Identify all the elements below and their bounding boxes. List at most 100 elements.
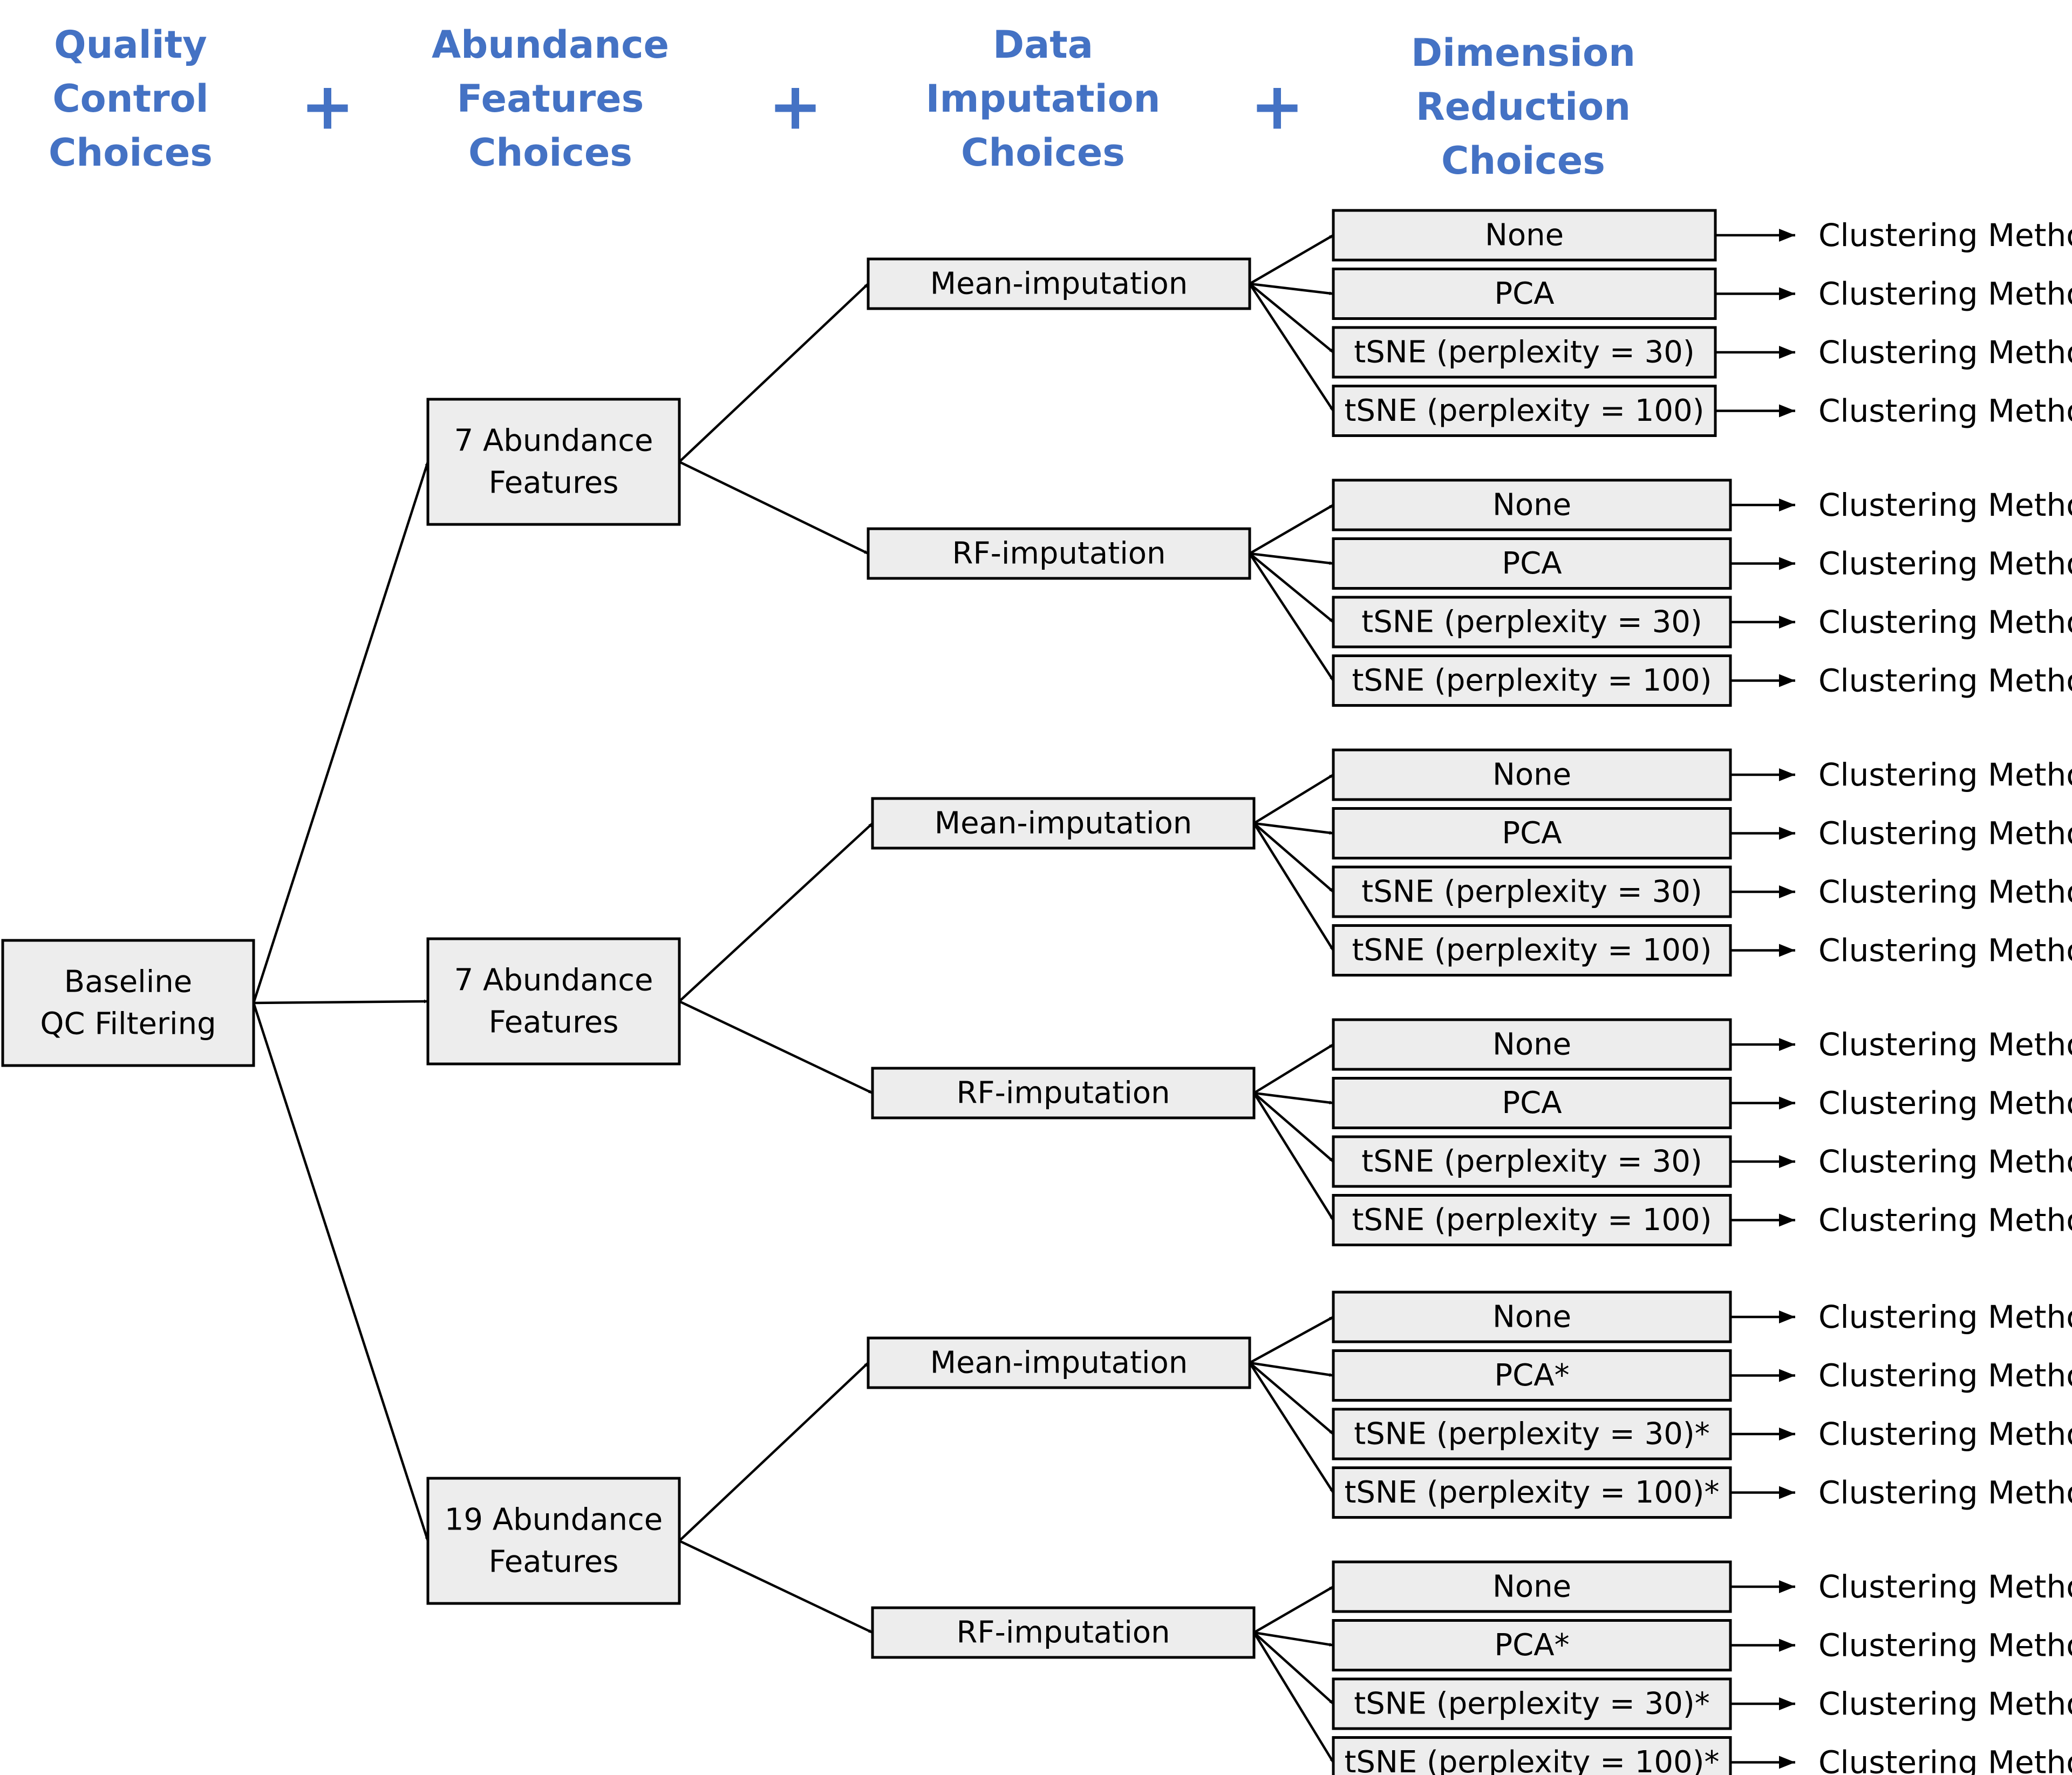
- reduction-node-box: [1332, 385, 1717, 437]
- clustering-method-label: Clustering Method: [1818, 1474, 2072, 1511]
- reduction-node: tSNE (perplexity = 100): [1332, 654, 1732, 707]
- reduction-node-box: [1332, 209, 1717, 262]
- clustering-method-label: Clustering Method: [1818, 334, 2072, 371]
- edges-layer: [252, 229, 1795, 1769]
- reduction-node: PCA: [1332, 1077, 1732, 1129]
- edge-imputation-to-reduction: [1249, 552, 1334, 623]
- reduction-node: None: [1332, 1291, 1732, 1343]
- reduction-node: None: [1332, 479, 1732, 531]
- reduction-node-box: [1332, 326, 1717, 379]
- edge-imputation-to-reduction: [1249, 283, 1334, 412]
- reduction-node-label: tSNE (perplexity = 30): [1361, 605, 1702, 640]
- edge-root-to-features: [253, 999, 428, 1005]
- reduction-node-label: None: [1485, 218, 1564, 253]
- reduction-node-label: tSNE (perplexity = 100): [1352, 933, 1712, 968]
- reduction-node-label: None: [1492, 1569, 1571, 1605]
- reduction-node-label: None: [1492, 488, 1571, 523]
- imputation-node-box: [867, 1336, 1251, 1389]
- reduction-node-box: [1332, 479, 1732, 531]
- reduction-node-label: tSNE (perplexity = 30)*: [1354, 1417, 1709, 1452]
- reduction-node-box: [1332, 1619, 1732, 1671]
- reduction-node-label: tSNE (perplexity = 30): [1361, 1144, 1702, 1179]
- imputation-node-box: [867, 527, 1251, 580]
- reduction-node: None: [1332, 1018, 1732, 1071]
- header-quality-control: Choices: [49, 131, 213, 175]
- edge-imputation-to-reduction: [1249, 1362, 1334, 1435]
- reduction-node-box: [1332, 1349, 1732, 1402]
- reduction-node: None: [1332, 209, 1717, 262]
- edge-imputation-to-reduction: [1249, 1362, 1334, 1493]
- reduction-node-label: tSNE (perplexity = 100): [1352, 663, 1712, 698]
- feature-set-node-box: [426, 1477, 681, 1605]
- feature-set-node-label: 7 Abundance: [454, 424, 653, 459]
- edge-imputation-to-reduction: [1249, 552, 1334, 681]
- edge-features-to-imputation: [679, 1539, 873, 1634]
- header-quality-control: Control: [52, 77, 208, 121]
- edge-imputation-to-reduction: [1253, 1092, 1334, 1163]
- imputation-node: RF-imputation: [871, 1067, 1256, 1119]
- imputation-node-label: RF-imputation: [956, 1076, 1170, 1111]
- clustering-method-label: Clustering Method: [1818, 393, 2072, 429]
- feature-set-node-label: 19 Abundance: [445, 1503, 663, 1538]
- reduction-node-box: [1332, 268, 1717, 320]
- root-node-baseline-qc-label: Baseline: [64, 965, 192, 1000]
- header-abundance-features: Choices: [468, 131, 632, 175]
- header-dimension-reduction: Choices: [1441, 139, 1605, 183]
- root-node-baseline-qc-box: [1, 939, 255, 1067]
- feature-set-node-label: Features: [489, 1005, 619, 1040]
- clustering-method-label: Clustering Method: [1818, 1744, 2072, 1775]
- edge-imputation-to-reduction: [1249, 282, 1334, 296]
- reduction-node-label: None: [1492, 1300, 1571, 1335]
- reduction-node-box: [1332, 1194, 1732, 1246]
- imputation-node: RF-imputation: [871, 1606, 1256, 1659]
- clustering-method-label: Clustering Method: [1818, 1202, 2072, 1239]
- reduction-node-box: [1332, 865, 1732, 918]
- headers-layer: QualityControlChoicesAbundanceFeaturesCh…: [49, 23, 1635, 183]
- reduction-node: PCA: [1332, 537, 1732, 590]
- reduction-node-label: tSNE (perplexity = 100): [1352, 1203, 1712, 1238]
- reduction-node-label: PCA: [1494, 276, 1554, 311]
- clustering-method-label: Clustering Method: [1818, 217, 2072, 254]
- edge-imputation-to-reduction: [1253, 1043, 1334, 1094]
- edge-features-to-imputation: [679, 460, 869, 555]
- clustering-method-label: Clustering Method: [1818, 1299, 2072, 1335]
- reduction-node-box: [1332, 924, 1732, 977]
- clustering-method-label: Clustering Method: [1818, 1085, 2072, 1122]
- edge-imputation-to-reduction: [1249, 1316, 1334, 1364]
- clustering-method-label: Clustering Method: [1818, 1627, 2072, 1664]
- imputation-node-label: Mean-imputation: [930, 267, 1188, 302]
- reduction-node-label: PCA: [1502, 816, 1562, 851]
- feature-set-node-box: [426, 398, 681, 526]
- plus-sign: +: [301, 70, 355, 145]
- reduction-node-box: [1332, 1677, 1732, 1730]
- edge-imputation-to-reduction: [1253, 822, 1334, 893]
- feature-set-node-label: 7 Abundance: [454, 963, 653, 998]
- reduction-node-label: PCA: [1502, 546, 1562, 581]
- header-dimension-reduction: Reduction: [1416, 85, 1631, 129]
- edge-root-to-features: [252, 1002, 430, 1541]
- feature-set-node-label: Features: [489, 466, 619, 501]
- reduction-node-label: PCA: [1502, 1086, 1562, 1121]
- clustering-method-label: Clustering Method: [1818, 932, 2072, 969]
- imputation-node: Mean-imputation: [867, 257, 1251, 310]
- edge-features-to-imputation: [678, 822, 874, 1002]
- reduction-node: tSNE (perplexity = 100): [1332, 924, 1732, 977]
- feature-set-node-label: Features: [489, 1545, 619, 1580]
- imputation-node-label: Mean-imputation: [930, 1346, 1188, 1381]
- reduction-node-box: [1332, 1466, 1732, 1519]
- reduction-node-box: [1332, 1560, 1732, 1613]
- reduction-node-label: PCA*: [1494, 1628, 1569, 1663]
- imputation-node-label: RF-imputation: [952, 536, 1166, 571]
- edge-imputation-to-reduction: [1253, 1631, 1334, 1647]
- reduction-node: tSNE (perplexity = 100): [1332, 385, 1717, 437]
- clustering-method-label: Clustering Method: [1818, 756, 2072, 793]
- header-data-imputation: Choices: [961, 131, 1125, 175]
- feature-set-node-box: [426, 937, 681, 1066]
- clustering-method-label: Clustering Method: [1818, 663, 2072, 699]
- edge-imputation-to-reduction: [1253, 1631, 1334, 1763]
- edge-imputation-to-reduction: [1253, 822, 1334, 951]
- reduction-node-label: tSNE (perplexity = 30): [1354, 335, 1694, 370]
- reduction-node-box: [1332, 807, 1732, 859]
